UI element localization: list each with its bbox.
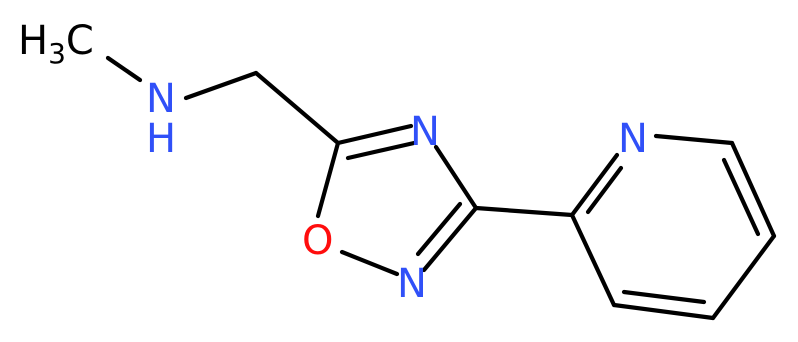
methyl-h: H [18, 18, 48, 64]
atom-pyridine-n: N [618, 116, 648, 162]
bond-methyl-amine [105, 55, 143, 83]
methyl-c: C [66, 18, 94, 64]
atom-amine-h: H [146, 116, 176, 162]
bond-py-c3-c2 [569, 212, 617, 308]
bond-py-c2-n1-inner [585, 165, 624, 215]
bond-py-n1-c6 [653, 133, 735, 146]
atom-ring-n4: N [410, 109, 440, 155]
bond-o1-c5 [315, 140, 341, 219]
bond-methylene-c5 [253, 70, 341, 146]
bond-n4-c3 [433, 144, 479, 211]
bond-c3-pyridine [473, 205, 575, 218]
bond-layer [105, 55, 777, 321]
atom-amine-n: N [146, 76, 176, 122]
bond-py-c6-c5 [729, 140, 777, 239]
bond-c3-n2-inner [415, 201, 463, 257]
atom-methyl: H3C [18, 18, 94, 70]
bond-c3-n2 [421, 205, 479, 273]
atom-ring-o1: O [302, 218, 333, 264]
bond-py-c4-c3 [611, 302, 716, 321]
bond-c5-n4 [335, 123, 414, 146]
bond-c5-n4-inner [345, 140, 417, 161]
methyl-subscript: 3 [48, 37, 66, 70]
bond-py-c2-n1 [569, 152, 620, 218]
bond-py-c6-c5-inner [721, 157, 761, 237]
bond-n2-o1 [339, 249, 400, 277]
atom-layer: H3C N H N O N N [18, 18, 648, 307]
bond-py-c5-c4 [710, 233, 777, 321]
bond-amine-methylene [183, 70, 259, 101]
atom-ring-n2: N [397, 261, 427, 307]
bond-py-c4-c3-inner [621, 289, 707, 305]
